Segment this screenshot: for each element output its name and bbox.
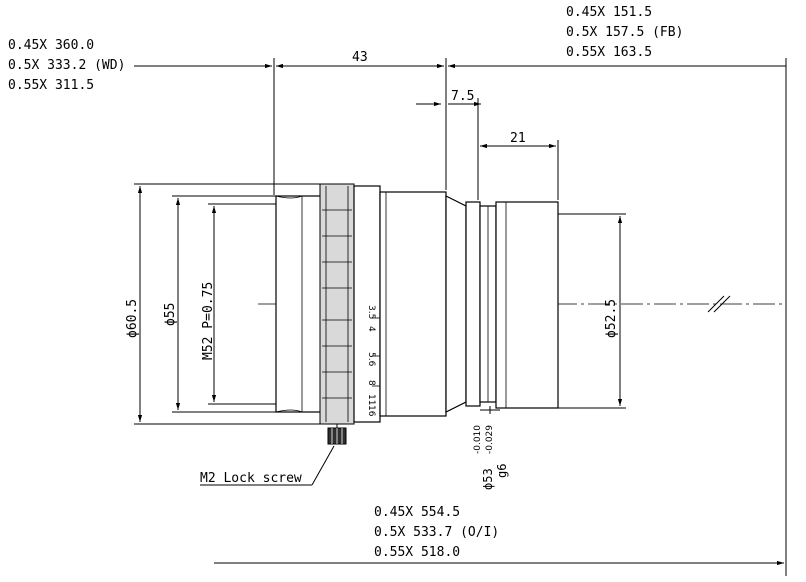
lock-screw-label: M2 Lock screw xyxy=(200,471,302,486)
dim-60-5-line xyxy=(134,183,320,425)
dim-thread-line xyxy=(208,203,276,405)
oi-line-2: 0.5X 533.7 (O/I) xyxy=(374,525,499,540)
aperture-scale: 3.5 4 5.6 8 11 16 xyxy=(366,305,380,417)
dim-55-line xyxy=(172,195,276,413)
dim-53-fit: g6 xyxy=(495,464,509,478)
dim-7-5-line xyxy=(416,98,481,200)
fb-line-3: 0.55X 163.5 xyxy=(566,45,652,60)
f-mark-3-5: 3.5 xyxy=(366,305,376,319)
dim-21-line xyxy=(480,140,559,200)
dim-52-5-line xyxy=(558,213,626,409)
dim-60-5-label: ϕ60.5 xyxy=(125,299,140,338)
f-mark-11: 11 xyxy=(366,394,376,405)
wd-line-2: 0.5X 333.2 (WD) xyxy=(8,58,125,73)
knurl-pattern xyxy=(322,186,352,422)
dim-52-5-label: ϕ52.5 xyxy=(604,299,619,338)
dim-21-label: 21 xyxy=(510,131,526,146)
wd-line-1: 0.45X 360.0 xyxy=(8,38,94,53)
break-mark xyxy=(707,295,731,313)
dim-7-5-label: 7.5 xyxy=(451,89,474,104)
lock-screw-leader xyxy=(200,445,335,486)
dim-53-leader xyxy=(480,406,500,414)
oi-line-3: 0.55X 518.0 xyxy=(374,545,460,560)
lens-body xyxy=(275,183,559,445)
wd-line-3: 0.55X 311.5 xyxy=(8,78,94,93)
fb-line-1: 0.45X 151.5 xyxy=(566,5,652,20)
dim-thread-label: M52 P=0.75 xyxy=(201,282,216,360)
dim-55-label: ϕ55 xyxy=(163,303,178,326)
fb-line-2: 0.5X 157.5 (FB) xyxy=(566,25,683,40)
dim-53-tol-lower: -0.029 xyxy=(485,425,495,454)
top-dimension-line xyxy=(134,58,787,576)
oi-line-1: 0.45X 554.5 xyxy=(374,505,460,520)
f-mark-5-6: 5.6 xyxy=(366,352,376,367)
dim-43-label: 43 xyxy=(352,50,368,65)
dim-53-label: ϕ53 xyxy=(481,468,495,490)
dim-53-tol-upper: -0.010 xyxy=(473,425,483,454)
f-mark-4: 4 xyxy=(366,326,376,332)
f-mark-16: 16 xyxy=(366,405,376,417)
f-mark-8: 8 xyxy=(366,380,376,386)
